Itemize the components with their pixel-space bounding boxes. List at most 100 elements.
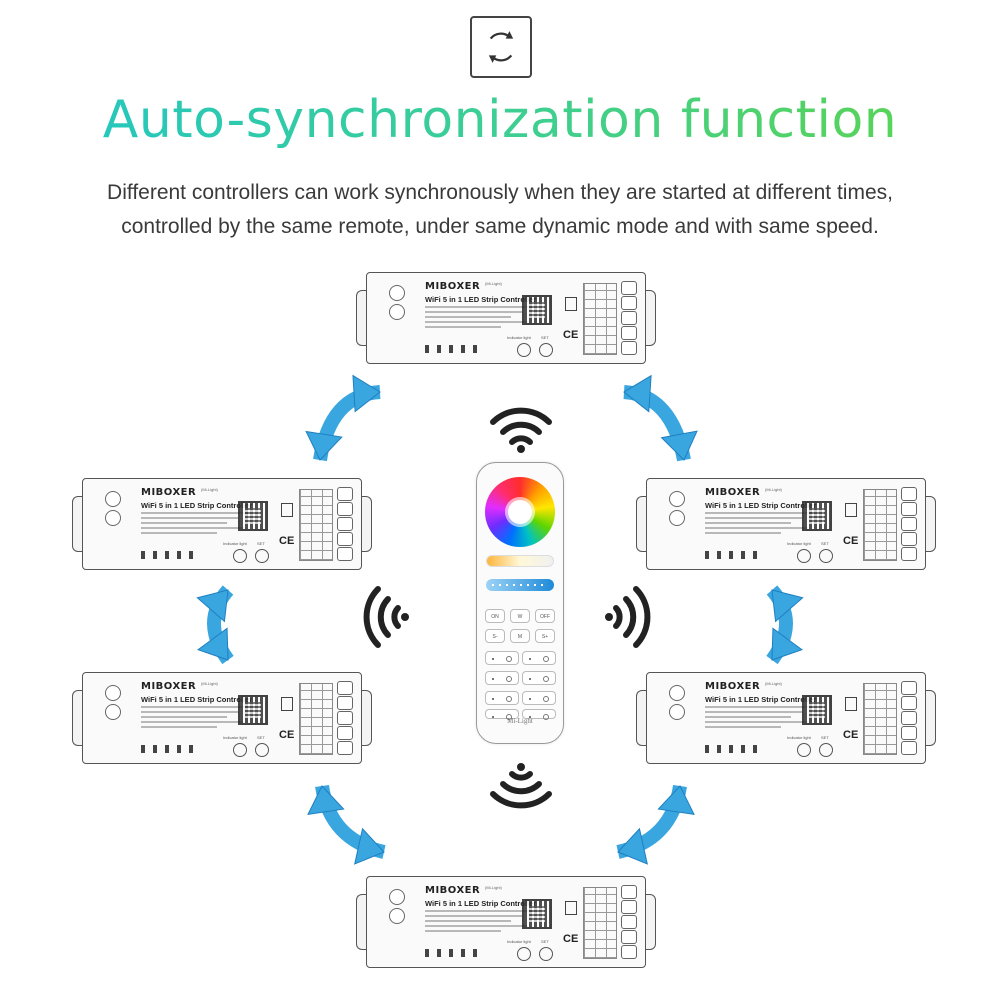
set-button[interactable] bbox=[539, 947, 553, 961]
power-terminal bbox=[389, 285, 405, 321]
controller-body: MIBOXER (Mi-Light) WiFi 5 in 1 LED Strip… bbox=[366, 876, 646, 968]
ce-mark: CE bbox=[279, 729, 295, 741]
ce-mark: CE bbox=[279, 535, 295, 547]
output-table bbox=[863, 489, 897, 561]
remote-off-button[interactable]: OFF bbox=[535, 609, 555, 623]
spec-text bbox=[705, 706, 813, 731]
controller-brand: MIBOXER bbox=[425, 885, 481, 896]
set-label: SET bbox=[257, 541, 265, 546]
controller-brand-sub: (Mi-Light) bbox=[201, 681, 218, 686]
qr-code-icon bbox=[522, 295, 552, 325]
spec-text bbox=[141, 512, 249, 537]
spec-text bbox=[425, 910, 533, 935]
indicator-light bbox=[797, 549, 811, 563]
zone-button[interactable] bbox=[485, 709, 519, 720]
output-ports bbox=[621, 281, 639, 356]
led-strip-controller: MIBOXER (Mi-Light) WiFi 5 in 1 LED Strip… bbox=[356, 272, 656, 364]
output-ports bbox=[901, 487, 919, 562]
remote-white-button[interactable]: W bbox=[510, 609, 530, 623]
set-label: SET bbox=[821, 735, 829, 740]
sync-arrows-icon bbox=[470, 16, 532, 78]
remote-mode-button[interactable]: M bbox=[510, 629, 530, 643]
arrow-head bbox=[771, 589, 804, 623]
ce-mark: CE bbox=[843, 729, 859, 741]
output-ports bbox=[337, 487, 355, 562]
set-button[interactable] bbox=[819, 743, 833, 757]
ce-mark: CE bbox=[843, 535, 859, 547]
feature-icons bbox=[425, 345, 485, 353]
ce-mark: CE bbox=[563, 329, 579, 341]
set-label: SET bbox=[541, 335, 549, 340]
controller-brand-sub: (Mi-Light) bbox=[485, 885, 502, 890]
remote-logo: Mi-Light bbox=[507, 717, 533, 725]
color-wheel[interactable] bbox=[485, 477, 555, 547]
feature-icons bbox=[705, 745, 765, 753]
arrow-head bbox=[352, 374, 381, 413]
arrow-head bbox=[307, 785, 345, 815]
spec-text bbox=[425, 306, 533, 331]
indicator-light bbox=[233, 549, 247, 563]
controller-brand: MIBOXER bbox=[425, 281, 481, 292]
set-button[interactable] bbox=[255, 549, 269, 563]
arrow-head bbox=[771, 627, 803, 661]
arrow-head bbox=[660, 430, 698, 461]
output-table bbox=[299, 683, 333, 755]
controller-brand: MIBOXER bbox=[141, 681, 197, 692]
qr-code-icon bbox=[522, 899, 552, 929]
brightness-slider[interactable] bbox=[486, 579, 554, 591]
indicator-label: Indicator light bbox=[507, 335, 531, 340]
controller-body: MIBOXER (Mi-Light) WiFi 5 in 1 LED Strip… bbox=[646, 478, 926, 570]
zone-button[interactable] bbox=[522, 691, 556, 705]
wifi-signal-bottom-icon bbox=[490, 763, 552, 809]
power-terminal bbox=[389, 889, 405, 925]
controller-title: WiFi 5 in 1 LED Strip Controller bbox=[705, 501, 817, 510]
led-strip-controller: MIBOXER (Mi-Light) WiFi 5 in 1 LED Strip… bbox=[636, 672, 936, 764]
controller-brand: MIBOXER bbox=[141, 487, 197, 498]
remote-speed-up-button[interactable]: S+ bbox=[535, 629, 555, 643]
remote-on-button[interactable]: ON bbox=[485, 609, 505, 623]
arrow-head bbox=[197, 627, 229, 661]
qr-code-icon bbox=[238, 695, 268, 725]
zone-button[interactable] bbox=[485, 651, 519, 665]
page-subtitle: Different controllers can work synchrono… bbox=[0, 176, 1000, 244]
set-button[interactable] bbox=[819, 549, 833, 563]
controller-title: WiFi 5 in 1 LED Strip Controller bbox=[141, 501, 253, 510]
qr-code-icon bbox=[802, 501, 832, 531]
controller-title: WiFi 5 in 1 LED Strip Controller bbox=[705, 695, 817, 704]
arrow-head bbox=[305, 430, 343, 461]
arrow-head bbox=[623, 374, 652, 413]
remote-speed-down-button[interactable]: S- bbox=[485, 629, 505, 643]
zone-button[interactable] bbox=[522, 671, 556, 685]
zone-button[interactable] bbox=[522, 709, 556, 720]
recycle-bin-icon bbox=[281, 503, 293, 517]
controller-body: MIBOXER (Mi-Light) WiFi 5 in 1 LED Strip… bbox=[366, 272, 646, 364]
set-label: SET bbox=[257, 735, 265, 740]
power-terminal bbox=[669, 491, 685, 527]
set-button[interactable] bbox=[539, 343, 553, 357]
spec-text bbox=[705, 512, 813, 537]
zone-button[interactable] bbox=[485, 671, 519, 685]
subtitle-line-2: controlled by the same remote, under sam… bbox=[121, 215, 879, 238]
indicator-label: Indicator light bbox=[223, 735, 247, 740]
controller-brand-sub: (Mi-Light) bbox=[485, 281, 502, 286]
feature-icons bbox=[141, 745, 201, 753]
led-strip-controller: MIBOXER (Mi-Light) WiFi 5 in 1 LED Strip… bbox=[356, 876, 656, 968]
spec-text bbox=[141, 706, 249, 731]
arrow-head bbox=[354, 827, 385, 865]
controller-brand-sub: (Mi-Light) bbox=[765, 487, 782, 492]
feature-icons bbox=[425, 949, 485, 957]
set-label: SET bbox=[821, 541, 829, 546]
controller-brand-sub: (Mi-Light) bbox=[765, 681, 782, 686]
recycle-bin-icon bbox=[565, 901, 577, 915]
controller-body: MIBOXER (Mi-Light) WiFi 5 in 1 LED Strip… bbox=[82, 672, 362, 764]
led-strip-controller: MIBOXER (Mi-Light) WiFi 5 in 1 LED Strip… bbox=[72, 478, 372, 570]
page-title: Auto-synchronization function bbox=[0, 88, 1000, 152]
white-temperature-slider[interactable] bbox=[486, 555, 554, 567]
zone-button[interactable] bbox=[485, 691, 519, 705]
controller-brand: MIBOXER bbox=[705, 681, 761, 692]
zone-button[interactable] bbox=[522, 651, 556, 665]
set-button[interactable] bbox=[255, 743, 269, 757]
feature-icons bbox=[141, 551, 201, 559]
power-terminal bbox=[105, 685, 121, 721]
wifi-signal-right-icon bbox=[605, 586, 651, 648]
